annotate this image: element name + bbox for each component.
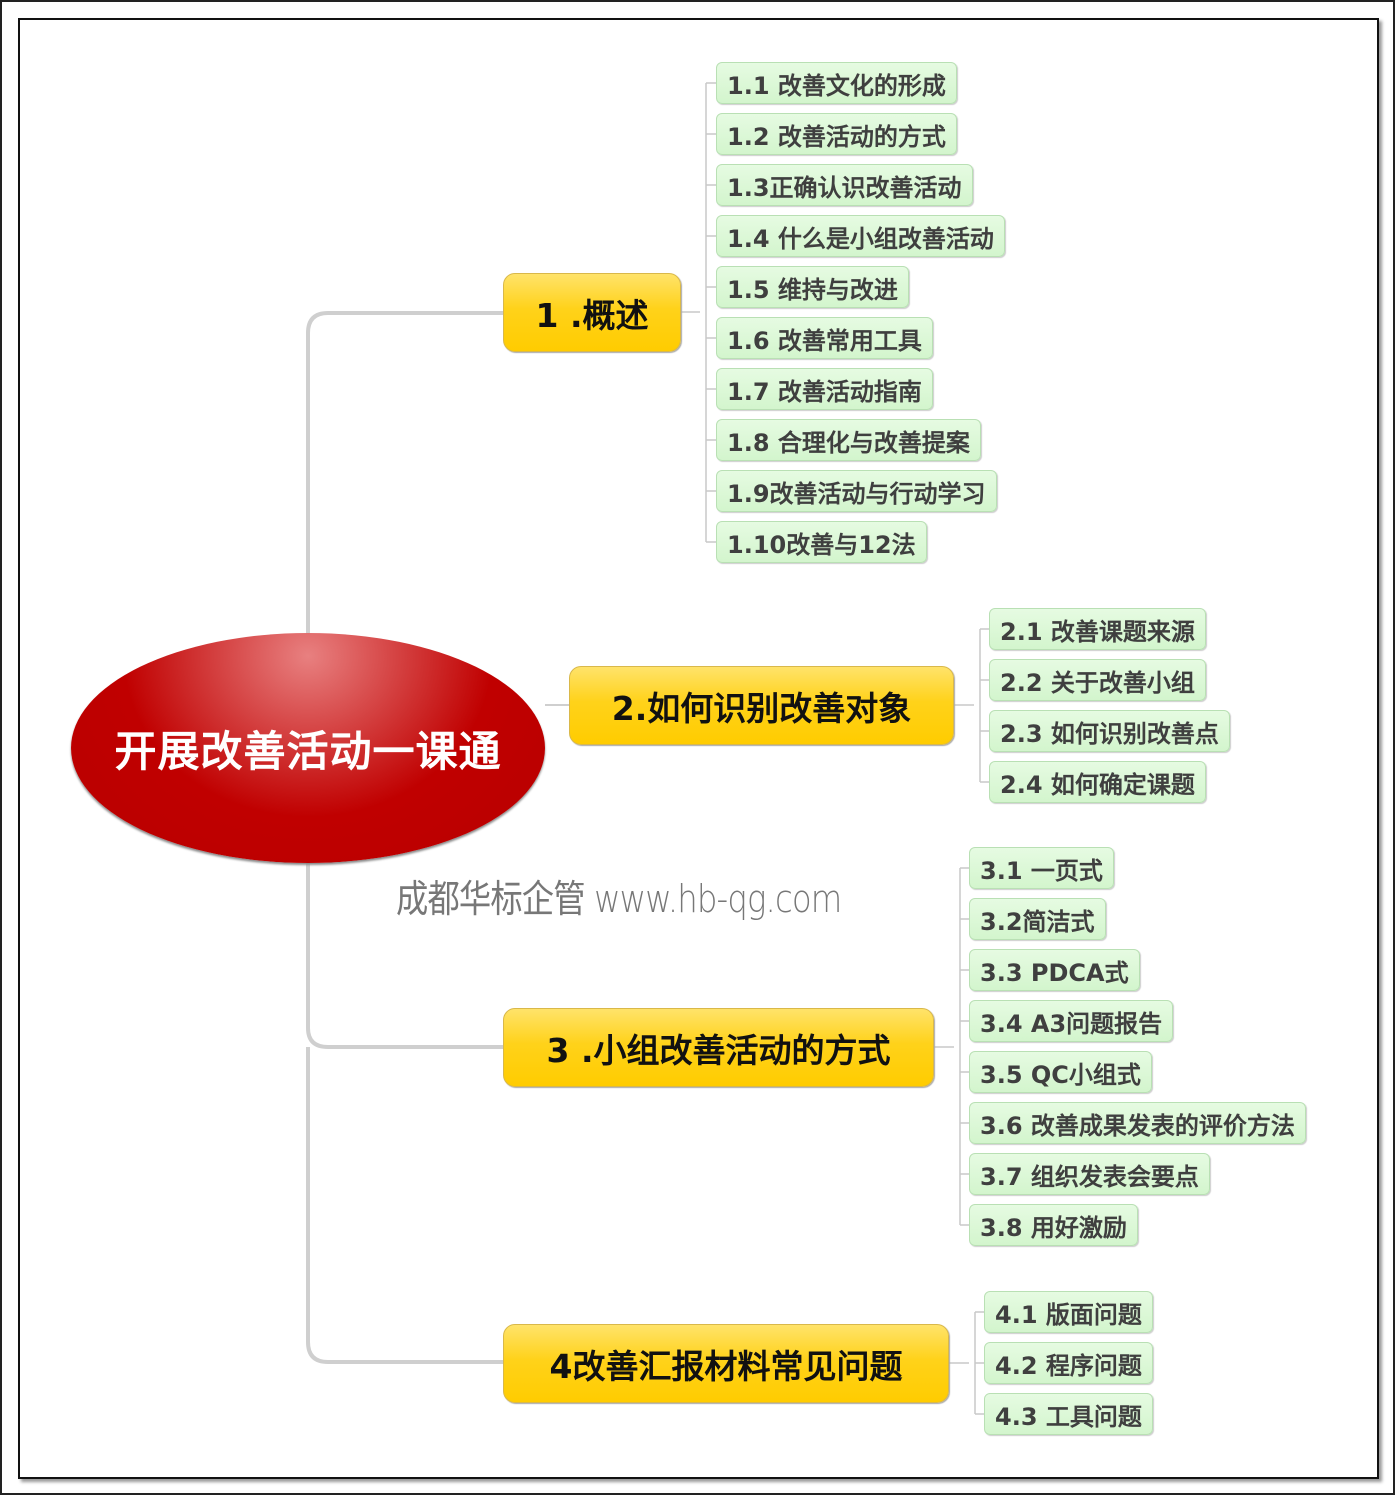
subtopic[interactable]: 3.1 一页式 <box>969 847 1114 889</box>
subtopic[interactable]: 1.2 改善活动的方式 <box>716 113 957 155</box>
subtopic[interactable]: 1.7 改善活动指南 <box>716 368 933 410</box>
subtopic[interactable]: 2.3 如何识别改善点 <box>989 710 1230 752</box>
subtopic[interactable]: 3.7 组织发表会要点 <box>969 1153 1210 1195</box>
branch-topic-2[interactable]: 2.如何识别改善对象 <box>569 666 954 745</box>
subtopic[interactable]: 4.1 版面问题 <box>984 1291 1153 1333</box>
subtopic[interactable]: 3.3 PDCA式 <box>969 949 1140 991</box>
subtopic[interactable]: 1.4 什么是小组改善活动 <box>716 215 1005 257</box>
subtopic[interactable]: 2.1 改善课题来源 <box>989 608 1206 650</box>
branch-topic-3[interactable]: 3 .小组改善活动的方式 <box>503 1008 934 1087</box>
subtopic[interactable]: 3.8 用好激励 <box>969 1204 1138 1246</box>
subtopic[interactable]: 3.2简洁式 <box>969 898 1106 940</box>
trunk-line-4 <box>306 1047 503 1364</box>
watermark: 成都华标企管 www.hb-qg.com <box>396 877 842 921</box>
subtopic[interactable]: 2.4 如何确定课题 <box>989 761 1206 803</box>
subtopic[interactable]: 3.5 QC小组式 <box>969 1051 1152 1093</box>
subtopic[interactable]: 3.4 A3问题报告 <box>969 1000 1174 1042</box>
subtopic[interactable]: 3.6 改善成果发表的评价方法 <box>969 1102 1306 1144</box>
trunk-line-1 <box>306 311 503 633</box>
subtopic[interactable]: 1.8 合理化与改善提案 <box>716 419 981 461</box>
subtopic[interactable]: 1.3正确认识改善活动 <box>716 164 973 206</box>
subtopic[interactable]: 1.10改善与12法 <box>716 521 927 563</box>
subtopic[interactable]: 1.6 改善常用工具 <box>716 317 933 359</box>
branch-topic-4[interactable]: 4改善汇报材料常见问题 <box>503 1324 949 1403</box>
branch-topic-1[interactable]: 1 .概述 <box>503 273 681 352</box>
subtopic[interactable]: 1.1 改善文化的形成 <box>716 62 957 104</box>
subtopic[interactable]: 2.2 关于改善小组 <box>989 659 1206 701</box>
subtopic[interactable]: 1.5 维持与改进 <box>716 266 909 308</box>
subtopic[interactable]: 4.3 工具问题 <box>984 1393 1153 1435</box>
root-topic-label: 开展改善活动一课通 <box>114 726 502 776</box>
subtopic[interactable]: 1.9改善活动与行动学习 <box>716 470 997 512</box>
root-topic[interactable]: 开展改善活动一课通 <box>71 633 545 863</box>
subtopic[interactable]: 4.2 程序问题 <box>984 1342 1153 1384</box>
trunk-line-3 <box>306 863 503 1049</box>
